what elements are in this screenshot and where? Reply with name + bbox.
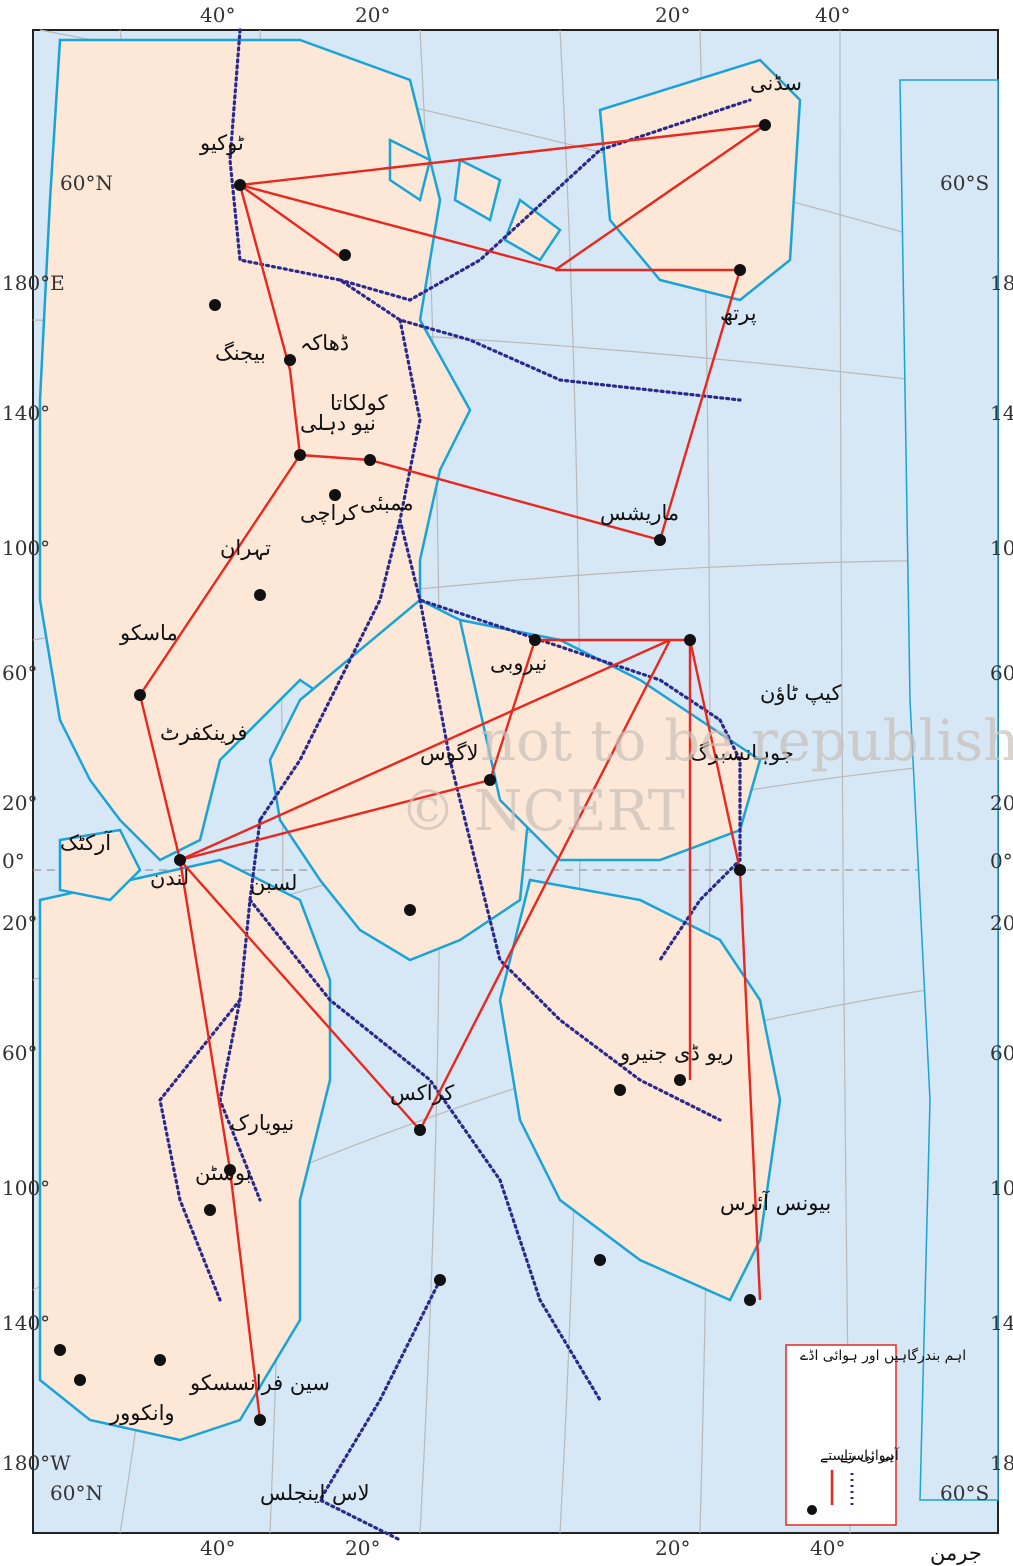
- lon-label: 180°E: [2, 271, 65, 295]
- lon-label: 100°: [990, 536, 1013, 560]
- sea-routes: [158, 28, 752, 1542]
- city-label-arctic: آرکٹک: [60, 829, 112, 856]
- city-label-caracas: کراکس: [390, 1081, 454, 1106]
- corner-label: 60°S: [940, 1481, 989, 1505]
- lon-label: 60°: [990, 661, 1013, 685]
- corner-label: 60°N: [50, 1481, 103, 1505]
- city-label-buenos-aires: بیونس آئرس: [720, 1189, 831, 1216]
- city-label-karachi: کراچی: [300, 501, 358, 526]
- lon-label: 0°: [990, 849, 1013, 873]
- bottom-label: 20°: [345, 1536, 380, 1560]
- bottom-label: 40°: [200, 1536, 235, 1560]
- bottom-label: 20°: [655, 1536, 690, 1560]
- city-label-cape-town: کیپ ٹاؤن: [760, 681, 841, 706]
- city-label-new-york: نیویارک: [230, 1111, 294, 1136]
- legend-air: ہوائی راستے: [820, 1448, 894, 1464]
- top-label: 20°: [655, 3, 690, 27]
- city-label-mumbai: ممبئی: [360, 491, 414, 515]
- city-label-lagos: لاگوس: [420, 741, 478, 766]
- lon-label: 20°: [990, 911, 1013, 935]
- lon-label: 180°E: [990, 271, 1013, 295]
- city-label-dhaka: ڈھاکہ: [300, 331, 349, 355]
- city-label-moscow: ماسکو: [119, 621, 178, 646]
- city-label-los-angeles: لاس اینجلس: [260, 1481, 370, 1506]
- lon-label: 0°: [2, 849, 25, 873]
- watermark-line1: © NCERT: [400, 779, 685, 844]
- lon-label: 20°: [2, 911, 37, 935]
- top-label: 20°: [355, 3, 390, 27]
- lon-label: 60°: [2, 1041, 37, 1065]
- lon-label: 180°W: [990, 1451, 1013, 1475]
- land-greenland: [58, 828, 142, 902]
- legend: اہم بندرگاہیں اور ہوائی اڈے ہوائی راستے …: [785, 1344, 966, 1526]
- city-label-london: لندن: [150, 866, 189, 890]
- lon-label: 20°: [990, 791, 1013, 815]
- city-label-sydney: سڈنی: [750, 71, 802, 95]
- city-label-san-francisco: سین فرانسسکو: [189, 1371, 330, 1396]
- city-label-tokyo: ٹوکیو: [199, 131, 244, 156]
- city-label-johannesburg: جوہانسبرگ: [690, 741, 794, 766]
- land-north-america: [38, 858, 332, 1442]
- signature: جرمن: [930, 1541, 982, 1565]
- corner-label: 60°N: [60, 171, 113, 195]
- city-label-kolkata: کولکاتا: [330, 391, 387, 416]
- lon-label: 60°: [990, 1041, 1013, 1065]
- lon-label: 20°: [2, 791, 37, 815]
- lon-label: 100°: [2, 1176, 50, 1200]
- lon-label: 180°W: [2, 1451, 71, 1475]
- land-south-america: [498, 878, 782, 1302]
- land-australia: [598, 58, 802, 302]
- city-label-tehran: تہران: [220, 536, 271, 561]
- watermark: © NCERT not to be republished: [400, 709, 1013, 844]
- legend-title: اہم بندرگاہیں اور ہوائی اڈے: [800, 1347, 966, 1364]
- bottom-label: 40°: [810, 1536, 845, 1560]
- left-longitude-labels: 180°E 140° 100° 60° 20° 0° 20° 60° 100° …: [2, 271, 71, 1475]
- landmasses: [38, 38, 999, 1501]
- lon-label: 140°: [990, 1311, 1013, 1335]
- city-label-lisbon: لسبن: [250, 871, 297, 896]
- city-dots: [54, 119, 771, 1426]
- city-label-nairobi: نیروبی: [490, 651, 547, 676]
- lon-label: 140°: [2, 401, 50, 425]
- top-edge-labels: 40° 20° 20° 40°: [200, 3, 850, 27]
- land-antarctica: [899, 79, 999, 1501]
- city-label-vancouver: وانکوور: [109, 1401, 175, 1426]
- lon-label: 60°: [2, 661, 37, 685]
- right-longitude-labels: 180°E 140° 100° 60° 20° 0° 20° 60° 100° …: [990, 271, 1013, 1475]
- lon-label: 140°: [990, 401, 1013, 425]
- city-label-beijing: بیجنگ: [215, 341, 266, 365]
- watermark-line2: not to be republished: [480, 709, 1013, 774]
- bottom-edge-labels: 40° 20° 20° 40°: [200, 1536, 845, 1560]
- city-label-mauritius: ماریشس: [600, 501, 679, 526]
- lon-label: 100°: [990, 1176, 1013, 1200]
- air-routes: [138, 123, 766, 1421]
- top-label: 40°: [815, 3, 850, 27]
- city-label-boston: بوسٹن: [195, 1161, 252, 1186]
- legend-sea: آبی راستے: [840, 1447, 900, 1464]
- corner-label: 60°S: [940, 171, 989, 195]
- city-label-frankfurt: فرینکفرٹ: [160, 721, 247, 746]
- city-label-rio: ریو ڈی جنیرو: [619, 1041, 733, 1066]
- lon-label: 100°: [2, 536, 50, 560]
- corner-labels: 60°N 60°S 60°N 60°S: [50, 171, 989, 1505]
- city-label-perth: پرتھ: [720, 301, 757, 326]
- city-label-new-delhi: نیو دہلی: [300, 411, 376, 436]
- lon-label: 140°: [2, 1311, 50, 1335]
- top-label: 40°: [200, 3, 235, 27]
- city-labels: ٹوکیو سڈنی پرتھ بیجنگ ڈھاکہ نیو دہلی کول…: [60, 71, 841, 1506]
